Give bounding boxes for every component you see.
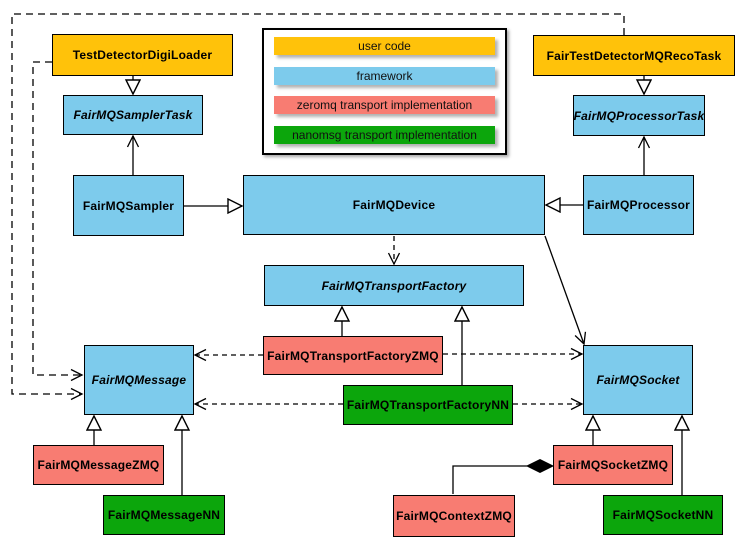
legend-item-zeromq: zeromq transport implementation — [274, 96, 495, 114]
node-fairmq-processor: FairMQProcessor — [583, 175, 694, 235]
node-fairmq-transport-factory: FairMQTransportFactory — [264, 265, 524, 306]
node-fairmq-processor-task: FairMQProcessorTask — [573, 95, 705, 136]
node-fairmq-sampler-task: FairMQSamplerTask — [63, 95, 203, 135]
node-fairmq-device: FairMQDevice — [243, 175, 545, 235]
node-test-detector-digi-loader: TestDetectorDigiLoader — [52, 34, 233, 76]
composition-diamond-icon — [525, 458, 555, 474]
legend-item-framework: framework — [274, 67, 495, 85]
legend-label: framework — [356, 69, 413, 83]
legend-item-user-code: user code — [274, 37, 495, 55]
node-fairmq-message: FairMQMessage — [84, 345, 194, 415]
node-fairmq-transport-factory-nn: FairMQTransportFactoryNN — [343, 385, 513, 425]
edge-device-uses-socket — [544, 235, 587, 346]
node-fairmq-transport-factory-zmq: FairMQTransportFactoryZMQ — [263, 336, 443, 375]
legend-label: zeromq transport implementation — [296, 98, 473, 112]
edge-context-composed-in-socketzmq — [452, 465, 527, 494]
legend: user code framework zeromq transport imp… — [262, 28, 507, 155]
legend-label: user code — [358, 39, 411, 53]
edge-recotask-depends-message — [11, 13, 625, 401]
node-fairmq-socket-zmq: FairMQSocketZMQ — [553, 445, 673, 485]
legend-item-nanomsg: nanomsg transport implementation — [274, 126, 495, 144]
node-fairmq-socket-nn: FairMQSocketNN — [603, 495, 723, 535]
node-fairmq-message-zmq: FairMQMessageZMQ — [33, 445, 164, 485]
node-fairmq-socket: FairMQSocket — [583, 345, 693, 415]
legend-label: nanomsg transport implementation — [292, 128, 477, 142]
node-fair-test-detector-mq-reco-task: FairTestDetectorMQRecoTask — [533, 35, 735, 76]
node-fairmq-context-zmq: FairMQContextZMQ — [393, 495, 515, 537]
node-fairmq-message-nn: FairMQMessageNN — [103, 495, 225, 535]
node-fairmq-sampler: FairMQSampler — [73, 175, 184, 236]
